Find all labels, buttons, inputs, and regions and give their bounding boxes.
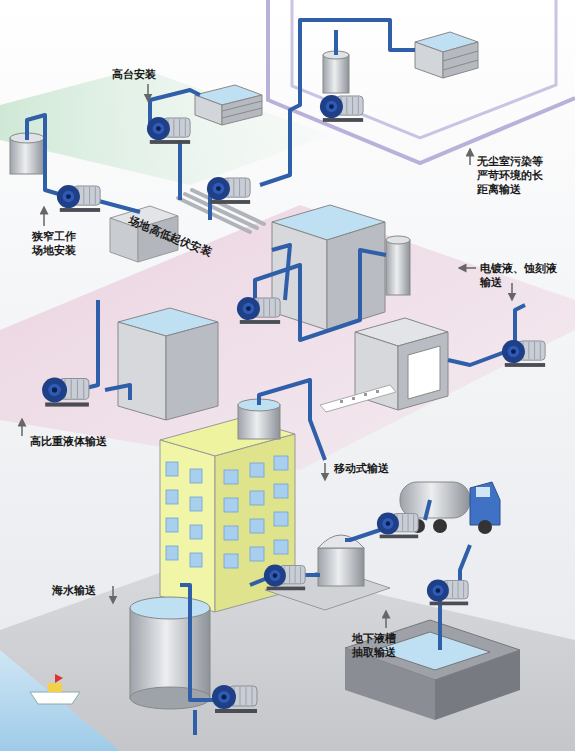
seawater-tank xyxy=(130,597,210,709)
boat xyxy=(30,674,80,704)
callout-label: 移动式输送 xyxy=(334,462,414,476)
callout-label: 电镀液、蚀刻液 输送 xyxy=(480,262,572,290)
callout-label: 无尘室污染等 严苛环境的长 距离输送 xyxy=(477,155,557,197)
pump xyxy=(42,95,545,713)
callout-label: 高台安装 xyxy=(112,68,182,82)
cleanroom-shelves xyxy=(415,32,478,78)
high-trays xyxy=(195,85,262,125)
plating-vessel xyxy=(386,236,410,295)
callout-label: 高比重液体输送 xyxy=(30,435,130,449)
callout-label: 地下液槽 抽取输送 xyxy=(352,632,414,660)
callout-label: 狭窄工作 场地安装 xyxy=(32,230,92,258)
underground-trough xyxy=(345,620,520,720)
sea xyxy=(0,650,120,751)
callout-label: 海水输送 xyxy=(52,584,122,598)
callout-label: 场地高低起伏安装 xyxy=(127,214,262,279)
heavy-liquid-tank xyxy=(118,308,218,420)
cleanroom-vessel xyxy=(323,51,349,93)
etching-chamber xyxy=(320,318,448,412)
pink-platform xyxy=(0,205,575,470)
grey-platform xyxy=(0,555,575,751)
green-platform xyxy=(0,68,330,185)
callout-arrow xyxy=(22,84,512,628)
cone-tank xyxy=(318,535,364,586)
pipe xyxy=(27,20,525,735)
